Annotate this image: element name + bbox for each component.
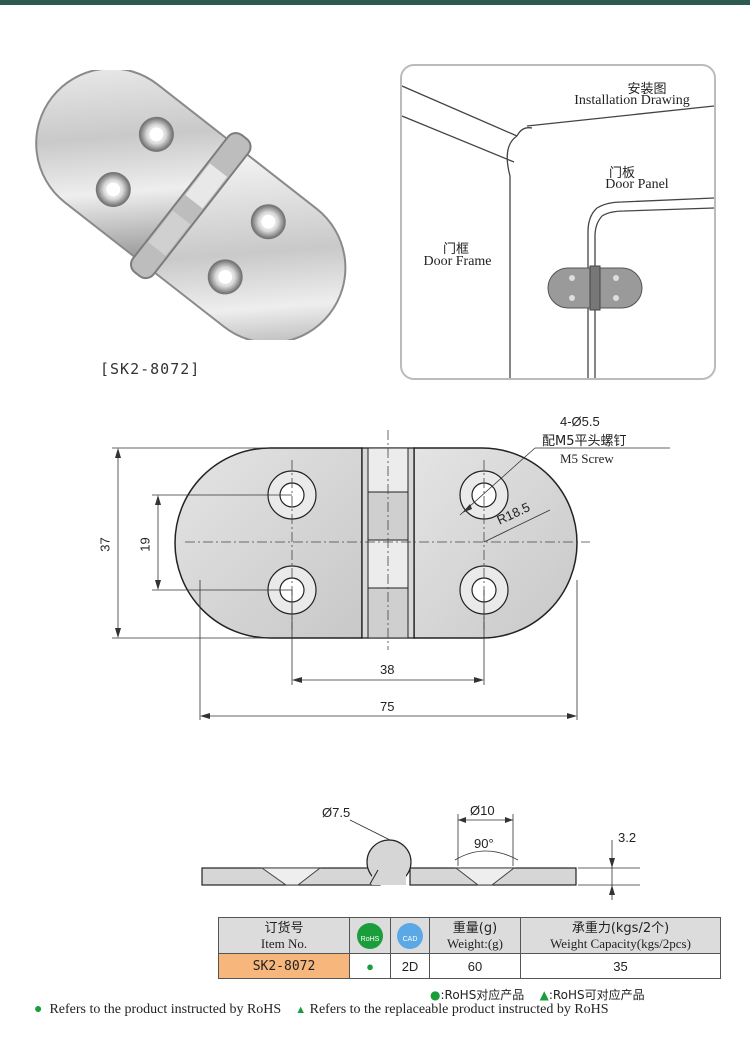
cell-item: SK2-8072 xyxy=(218,953,350,979)
header-weight-cn: 重量(g) xyxy=(452,920,498,936)
triangle-icon: ▲ xyxy=(539,988,549,1002)
installation-title-en: Installation Drawing xyxy=(574,93,690,108)
rohs-dot-icon: ● xyxy=(34,1002,43,1017)
spec-table: 订货号 Item No. RoHS CAD 重量(g) Weight:(g) 承… xyxy=(218,917,721,979)
cell-weight: 60 xyxy=(429,953,521,979)
rohs-dot-icon: ● xyxy=(430,988,441,1002)
hole-pitch-h-label: 38 xyxy=(380,662,395,677)
hole-spec-label: 4-Ø5.5 xyxy=(560,414,600,429)
table-row: SK2-8072 ● 2D 60 35 xyxy=(218,953,721,979)
door-panel-label-en: Door Panel xyxy=(605,177,669,192)
spec-table-header: 订货号 Item No. RoHS CAD 重量(g) Weight:(g) 承… xyxy=(218,917,721,954)
legend-replace-cn: :RoHS可对应产品 xyxy=(548,988,645,1002)
rohs-badge-icon: RoHS xyxy=(357,922,383,949)
header-rohs: RoHS xyxy=(349,917,391,954)
door-frame-label-cn: 门框 xyxy=(442,242,469,257)
installation-sketch xyxy=(402,85,714,378)
product-code-caption: [SK2-8072] xyxy=(100,360,201,378)
hole-pitch-v-label: 19 xyxy=(137,537,153,552)
height-total-label: 37 xyxy=(97,537,113,552)
screw-label-en: M5 Screw xyxy=(560,451,614,466)
legend-en: ● Refers to the product instructed by Ro… xyxy=(34,1002,609,1018)
header-cad: CAD xyxy=(390,917,430,954)
screw-label-cn: 配M5平头螺钉 xyxy=(542,434,627,449)
triangle-icon: ▲ xyxy=(295,1004,307,1016)
top-accent-bar xyxy=(0,0,750,5)
legend-rohs-cn: :RoHS对应产品 xyxy=(440,988,525,1002)
header-weight-en: Weight:(g) xyxy=(447,935,503,951)
header-capacity-en: Weight Capacity(kgs/2pcs) xyxy=(550,935,691,951)
header-item: 订货号 Item No. xyxy=(218,917,350,954)
cell-cad: 2D xyxy=(390,953,430,979)
countersink-diameter-label: Ø10 xyxy=(470,803,495,818)
side-view-drawing xyxy=(201,814,640,900)
header-item-cn: 订货号 xyxy=(264,920,304,936)
header-item-en: Item No. xyxy=(260,935,308,951)
door-frame-label-en: Door Frame xyxy=(423,254,492,269)
legend-replace-en: Refers to the replaceable product instru… xyxy=(309,1002,609,1017)
cell-rohs: ● xyxy=(349,953,391,979)
installation-title-cn: 安装图 xyxy=(627,82,667,97)
header-weight: 重量(g) Weight:(g) xyxy=(429,917,521,954)
legend-rohs-en: Refers to the product instructed by RoHS xyxy=(49,1002,282,1017)
door-panel-label-cn: 门板 xyxy=(608,166,635,181)
product-photo xyxy=(35,70,347,340)
cell-capacity: 35 xyxy=(520,953,721,979)
countersink-angle-label: 90° xyxy=(474,836,494,851)
thickness-label: 3.2 xyxy=(618,830,637,845)
installation-drawing-panel: 安装图 Installation Drawing 门板 Door Panel 门… xyxy=(400,64,716,380)
front-view-drawing xyxy=(112,430,670,720)
width-total-label: 75 xyxy=(380,699,395,714)
hinge-mini-icon xyxy=(547,265,643,311)
legend-cn: ●:RoHS对应产品 ▲:RoHS可对应产品 xyxy=(430,986,645,1003)
header-capacity-cn: 承重力(kgs/2个) xyxy=(571,920,670,936)
cad-badge-icon: CAD xyxy=(397,922,423,949)
pin-diameter-label: Ø7.5 xyxy=(322,805,351,820)
header-capacity: 承重力(kgs/2个) Weight Capacity(kgs/2pcs) xyxy=(520,917,721,954)
